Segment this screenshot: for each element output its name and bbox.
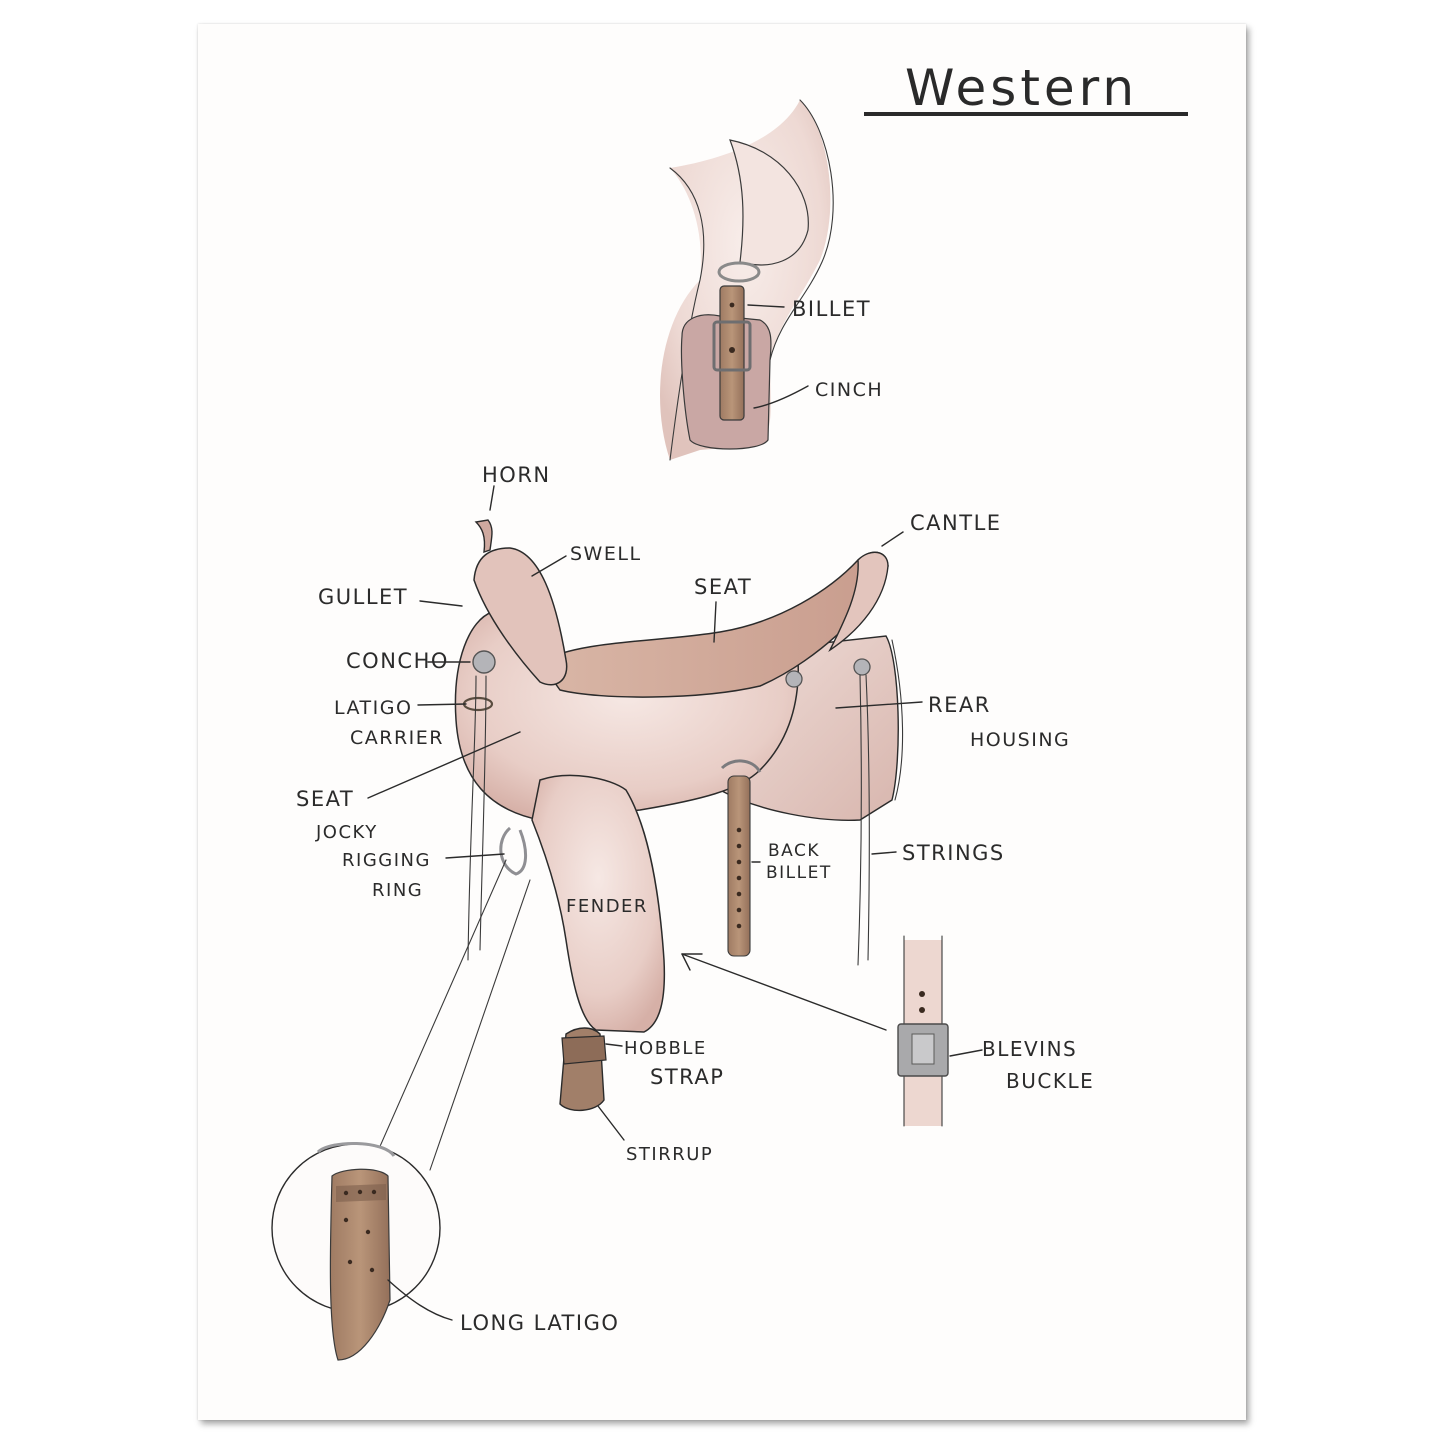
label-billet: BILLET	[792, 297, 871, 321]
label-seat-jocky-1: SEAT	[296, 787, 354, 811]
western-saddle	[373, 519, 904, 1171]
label-gullet: GULLET	[318, 585, 408, 609]
horn-shape	[474, 519, 493, 554]
label-blevins-buckle-1: BLEVINS	[982, 1037, 1077, 1061]
blevins-buckle-detail	[897, 935, 949, 1127]
long-latigo-detail	[271, 1142, 441, 1361]
label-rigging-ring-1: RIGGING	[342, 850, 431, 871]
billet-cinch-detail	[660, 99, 834, 461]
leader-lines	[367, 485, 983, 1321]
cantle-shape	[828, 551, 889, 653]
label-cantle: CANTLE	[910, 511, 1002, 535]
label-rear-housing-1: REAR	[928, 693, 991, 717]
saddle-skirt-sketch	[729, 139, 809, 266]
label-back-billet-1: BACK	[768, 841, 820, 861]
label-seat-top: SEAT	[694, 575, 752, 599]
label-latigo-carrier-2: CARRIER	[350, 727, 444, 749]
fender-shape	[531, 774, 666, 1033]
label-latigo-carrier-1: LATIGO	[334, 697, 412, 719]
label-strings: STRINGS	[902, 841, 1005, 865]
long-latigo-shape	[329, 1168, 391, 1361]
label-cinch: CINCH	[815, 379, 883, 401]
back-billet-shape	[727, 775, 751, 957]
label-long-latigo: LONG LATIGO	[460, 1311, 619, 1335]
label-back-billet-2: BILLET	[766, 863, 832, 883]
labels-group: HORN CANTLE SWELL GULLET SEAT CONCHO LAT…	[296, 463, 1094, 1335]
label-hobble-strap-1: HOBBLE	[624, 1038, 707, 1059]
label-stirrup: STIRRUP	[626, 1144, 713, 1165]
page-title: Western	[905, 59, 1138, 117]
swell-shape	[473, 547, 568, 686]
cinch-buckle	[712, 320, 752, 372]
label-horn: HORN	[482, 463, 551, 487]
label-rear-housing-2: HOUSING	[970, 729, 1070, 751]
label-rigging-ring-2: RING	[372, 880, 423, 901]
title-group: Western	[864, 59, 1188, 117]
rigging-ring-shape	[499, 826, 527, 876]
label-blevins-buckle-2: BUCKLE	[1006, 1069, 1094, 1093]
concho-shape	[472, 650, 496, 674]
dee-ring	[717, 261, 761, 283]
label-fender: FENDER	[566, 896, 648, 917]
label-seat-jocky-2: JOCKY	[315, 822, 378, 843]
hobble-strap-shape	[561, 1035, 607, 1065]
label-hobble-strap-2: STRAP	[650, 1065, 724, 1089]
label-concho: CONCHO	[346, 649, 449, 673]
label-swell: SWELL	[570, 543, 642, 565]
